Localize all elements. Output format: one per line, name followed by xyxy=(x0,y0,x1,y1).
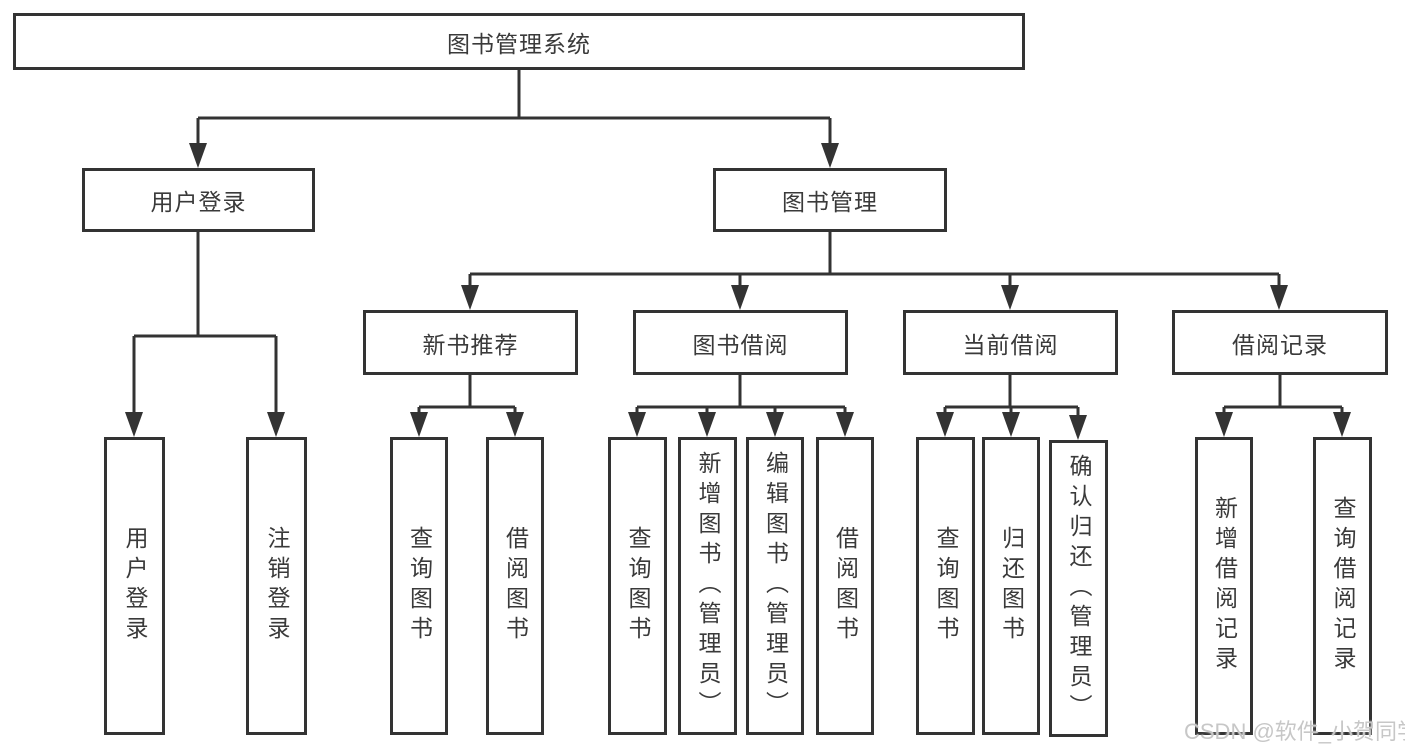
node-leaf-bb-query-books-label: 查询图书 xyxy=(625,526,651,646)
node-new-books-label: 新书推荐 xyxy=(422,331,519,358)
node-leaf-bb-add-books: 新增图书（管理员） xyxy=(678,437,737,735)
arrowhead-icon xyxy=(1002,412,1020,437)
node-leaf-cb-confirm-return: 确认归还（管理员） xyxy=(1049,440,1108,737)
node-new-books: 新书推荐 xyxy=(363,310,578,375)
node-book-mgmt-module-label: 图书管理 xyxy=(782,189,878,215)
node-root: 图书管理系统 xyxy=(13,13,1025,70)
arrowhead-icon xyxy=(698,412,716,437)
node-borrow-records: 借阅记录 xyxy=(1172,310,1388,375)
node-leaf-cb-confirm-return-label: 确认归还（管理员） xyxy=(1066,453,1092,724)
node-book-mgmt-module: 图书管理 xyxy=(713,168,947,232)
node-book-borrow: 图书借阅 xyxy=(633,310,848,375)
node-leaf-bb-add-books-label: 新增图书（管理员） xyxy=(695,451,721,721)
node-leaf-br-add-record: 新增借阅记录 xyxy=(1195,437,1253,735)
node-leaf-cb-return-books-label: 归还图书 xyxy=(998,526,1025,646)
node-leaf-nb-borrow-books-label: 借阅图书 xyxy=(502,526,529,646)
node-leaf-nb-borrow-books: 借阅图书 xyxy=(486,437,544,735)
node-book-borrow-label: 图书借阅 xyxy=(692,331,789,358)
arrowhead-icon xyxy=(936,412,954,437)
arrowhead-icon xyxy=(1333,412,1351,437)
arrowhead-icon xyxy=(267,412,285,437)
arrowhead-icon xyxy=(189,143,207,168)
arrowhead-icon xyxy=(461,285,479,310)
arrowhead-icon xyxy=(1215,412,1233,437)
arrowhead-icon xyxy=(1270,285,1288,310)
node-leaf-br-add-record-label: 新增借阅记录 xyxy=(1211,496,1238,676)
arrowhead-icon xyxy=(821,143,839,168)
node-user-login-module: 用户登录 xyxy=(82,168,315,232)
node-borrow-records-label: 借阅记录 xyxy=(1232,331,1328,358)
node-current-borrow: 当前借阅 xyxy=(903,310,1118,375)
node-leaf-nb-query-books-label: 查询图书 xyxy=(406,526,433,646)
arrowheads xyxy=(125,143,1351,440)
node-leaf-logout: 注销登录 xyxy=(246,437,307,735)
arrowhead-icon xyxy=(766,412,784,437)
node-leaf-bb-borrow-books-label: 借阅图书 xyxy=(832,526,859,646)
node-leaf-cb-query-books-label: 查询图书 xyxy=(933,526,959,646)
node-leaf-user-login-label: 用户登录 xyxy=(122,526,148,646)
node-leaf-br-query-record-label: 查询借阅记录 xyxy=(1330,496,1356,676)
node-leaf-bb-borrow-books: 借阅图书 xyxy=(816,437,874,735)
node-leaf-cb-return-books: 归还图书 xyxy=(982,437,1040,735)
node-root-label: 图书管理系统 xyxy=(447,30,591,57)
node-leaf-bb-edit-books: 编辑图书（管理员） xyxy=(746,437,804,735)
node-leaf-bb-edit-books-label: 编辑图书（管理员） xyxy=(762,451,789,721)
arrowhead-icon xyxy=(1001,285,1019,310)
arrowhead-icon xyxy=(410,412,428,437)
arrowhead-icon xyxy=(506,412,524,437)
node-leaf-cb-query-books: 查询图书 xyxy=(916,437,975,735)
node-user-login-module-label: 用户登录 xyxy=(150,189,247,215)
arrowhead-icon xyxy=(731,285,749,310)
arrowhead-icon xyxy=(836,412,854,437)
node-leaf-nb-query-books: 查询图书 xyxy=(390,437,448,735)
arrowhead-icon xyxy=(1069,415,1087,440)
arrowhead-icon xyxy=(628,412,646,437)
node-leaf-bb-query-books: 查询图书 xyxy=(608,437,667,735)
arrowhead-icon xyxy=(125,412,143,437)
node-leaf-user-login: 用户登录 xyxy=(104,437,165,735)
node-current-borrow-label: 当前借阅 xyxy=(962,331,1059,358)
node-leaf-logout-label: 注销登录 xyxy=(264,526,290,646)
node-leaf-br-query-record: 查询借阅记录 xyxy=(1313,437,1372,735)
